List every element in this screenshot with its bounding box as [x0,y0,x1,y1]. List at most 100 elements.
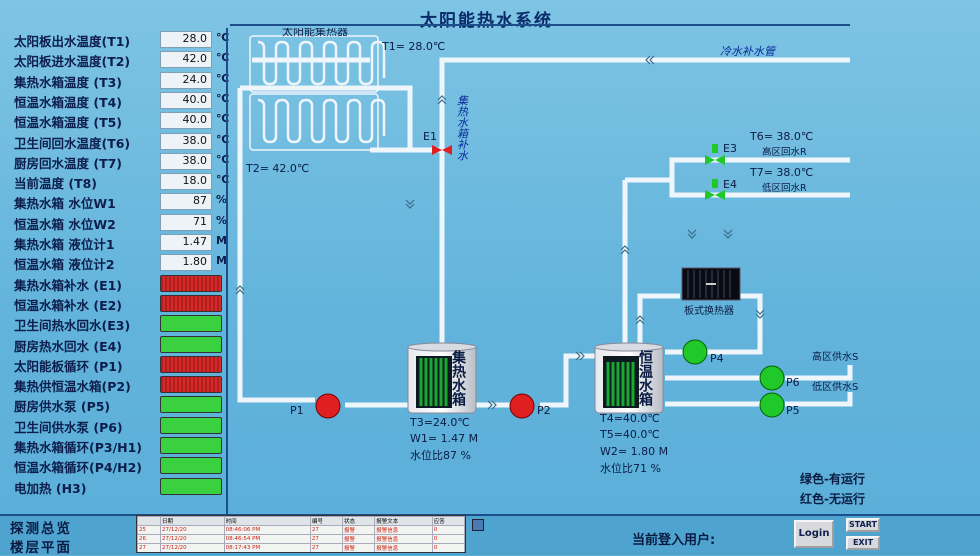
e4-valve-icon[interactable] [705,179,725,200]
log-cell: 报警信息 [374,534,433,544]
log-header-cell: 编号 [309,516,344,526]
p5-label: P5 [786,404,800,417]
param-value: 42.0 [160,51,212,69]
log-scroll-button[interactable] [472,519,484,531]
param-unit: ℃ [216,31,230,44]
nav-overview[interactable]: 探测总览 [10,521,72,537]
param-label: 太阳板出水温度(T1) [14,34,131,49]
constant-temp-tank [594,342,664,414]
e1-valve-icon[interactable] [432,145,452,155]
log-cell: 0 [432,553,464,554]
param-label: 集热水箱温度 (T3) [14,74,123,90]
title-divider [230,24,850,26]
process-diagram: 太阳能集热器 T1= 28.0℃ T2= 42.0℃ 冷水补水管 集热水箱补水 … [235,28,858,475]
status-indicator[interactable] [160,376,222,394]
log-header-row: 日期时间编号状态报警文本应答 [137,516,465,526]
e3-valve-icon[interactable] [705,144,725,165]
p2-label: P2 [537,404,551,417]
status-row: 电加热 (H3) [10,477,222,496]
param-value: 40.0 [160,91,212,109]
t2-readout: T2= 42.0℃ [245,162,309,175]
param-value: 1.80 [160,254,212,272]
status-label: 厨房供水泵 (P5) [14,399,111,415]
supply-high-label: 高区供水S [812,350,858,363]
e1-label: E1 [423,130,437,143]
status-indicator[interactable] [160,335,222,353]
status-row: 太阳能板循环 (P1) [10,355,222,374]
status-row: 集热水箱循环(P3/H1) [10,436,222,455]
log-header-cell: 报警文本 [374,516,433,526]
log-cell: 26 [137,534,161,544]
status-label: 集热水箱循环(P3/H1) [14,440,143,455]
log-cell: 27/12/20 [159,543,225,552]
p2-pump-icon[interactable] [509,393,535,419]
status-label: 卫生间供水泵 (P6) [14,419,123,435]
log-cell: 27 [309,525,344,535]
param-row: 恒温水箱 液位计2 1.80 M [10,253,227,273]
param-label: 恒温水箱 液位计2 [14,257,115,273]
panel-divider [226,28,228,514]
login-button[interactable]: Login [794,520,834,548]
page-title: 太阳能热水系统 [420,11,553,31]
param-unit: ℃ [216,51,230,65]
status-indicator[interactable] [160,437,222,454]
t7-sub-label: 低区回水R [762,182,807,194]
log-cell: 28 [138,553,161,554]
param-row: 恒温水箱温度 (T4) 40.0 ℃ [10,91,229,110]
t7-readout: T7= 38.0℃ [749,166,813,179]
start-button[interactable]: START [846,518,880,532]
pipes [237,57,853,408]
log-cell: 报警信息 [374,525,433,535]
p5-pump-icon[interactable] [759,392,785,418]
log-cell: 27 [309,543,344,552]
legend-green: 绿色-有运行 [800,472,865,486]
param-unit: ℃ [216,91,230,105]
status-row: 恒温水箱补水 (E2) [10,294,222,313]
p4-pump-icon[interactable] [682,339,708,365]
status-indicator[interactable] [160,396,222,414]
log-cell: 报警 [342,543,376,552]
status-indicator[interactable] [160,416,222,434]
param-label: 太阳板进水温度(T2) [14,54,131,70]
collector-label: 太阳能集热器 [282,28,348,38]
param-value: 1.47 [160,234,212,251]
status-indicator[interactable] [160,477,222,495]
log-cell: 27/12/20 [159,534,225,544]
log-header-cell [137,516,161,526]
supply-low-label: 低区供水S [812,380,858,393]
param-row: 卫生间回水温度(T6) 38.0 ℃ [10,132,229,151]
param-label: 当前温度 (T8) [14,176,98,192]
log-cell: 27 [137,543,161,552]
status-indicator[interactable] [160,457,222,475]
status-label: 恒温水箱补水 (E2) [14,297,123,313]
param-label: 集热水箱 水位W1 [14,196,116,212]
log-cell: 08:17:43 PM [223,543,311,552]
p1-label: P1 [290,404,304,417]
status-indicator[interactable] [160,274,222,292]
log-header-cell: 应答 [431,516,465,526]
log-header-cell: 日期 [159,516,225,526]
makeup-label: 集热水箱补水 [455,95,469,161]
p6-pump-icon[interactable] [759,365,785,391]
status-indicator[interactable] [160,294,222,312]
nav-floor-plan[interactable]: 楼层平面 [10,540,72,556]
log-cell: 27 [309,534,344,544]
status-row: 集热水箱补水 (E1) [10,274,222,293]
status-indicator[interactable] [160,315,222,333]
param-row: 集热水箱温度 (T3) 24.0 ℃ [10,71,229,90]
log-cell: 报警 [342,534,376,544]
param-label: 恒温水箱 水位W2 [14,216,116,232]
p1-pump-icon[interactable] [315,393,341,419]
plate-heat-exchanger [681,267,741,301]
param-value: 87 [160,193,212,211]
cold-pipe-label: 冷水补水管 [720,45,777,58]
exit-button[interactable]: EXIT [846,536,880,550]
w2-readout: W2= 1.80 M [600,445,668,458]
status-indicator[interactable] [160,355,222,373]
log-cell: 08:46:06 PM [223,525,311,535]
